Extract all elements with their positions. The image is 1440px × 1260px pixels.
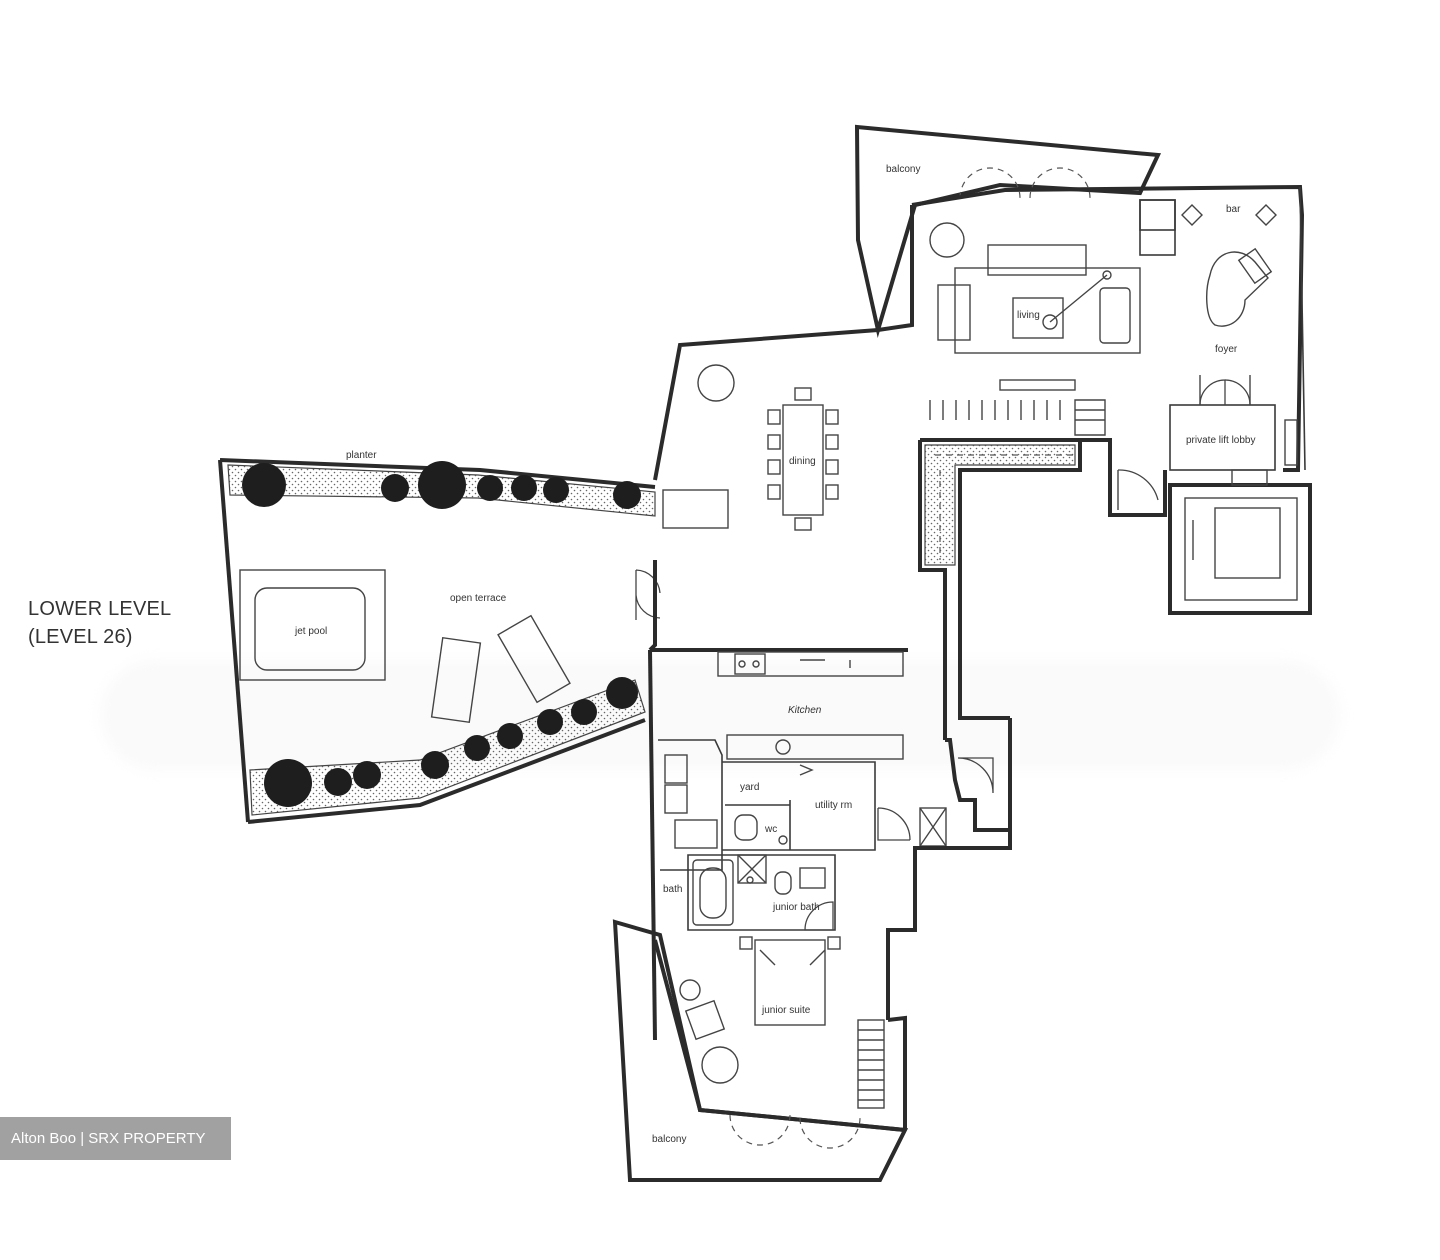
service-wing: yard utility rm wc xyxy=(658,718,1012,1020)
jet-pool-label: jet pool xyxy=(294,626,327,637)
junior-suite-label: junior suite xyxy=(761,1005,811,1016)
bar-label: bar xyxy=(1226,204,1241,215)
open-terrace-label: open terrace xyxy=(450,593,507,604)
level-label-line1: LOWER LEVEL xyxy=(28,598,172,620)
utility-label: utility rm xyxy=(815,800,852,811)
balcony-top-label: balcony xyxy=(886,164,920,175)
level-label-line2: (LEVEL 26) xyxy=(28,626,133,648)
wc-label: wc xyxy=(764,824,777,835)
watermark: Alton Boo | SRX PROPERTY xyxy=(0,1117,231,1160)
balcony-bottom: balcony xyxy=(612,919,909,1182)
foyer-area: foyer xyxy=(1206,247,1273,355)
kitchen-label: Kitchen xyxy=(788,705,822,716)
main-outline: bar xyxy=(653,184,1306,645)
stair-area xyxy=(918,379,1167,740)
kitchen-area: Kitchen xyxy=(648,648,908,1041)
living-label: living xyxy=(1017,310,1040,321)
dining-label: dining xyxy=(789,456,816,467)
bath-area: bath junior bath xyxy=(663,854,836,931)
living-area: living xyxy=(929,222,1141,354)
level-label: LOWER LEVEL (LEVEL 26) xyxy=(28,595,171,651)
bath-label: bath xyxy=(663,884,682,895)
planter-label: planter xyxy=(346,450,377,461)
junior-bath-label: junior bath xyxy=(772,902,820,913)
lift-lobby: private lift lobby xyxy=(1168,375,1312,615)
dining-area: dining xyxy=(662,364,839,531)
balcony-bottom-label: balcony xyxy=(652,1134,686,1145)
lift-lobby-label: private lift lobby xyxy=(1186,435,1255,446)
yard-label: yard xyxy=(740,782,759,793)
foyer-label: foyer xyxy=(1215,344,1238,355)
open-terrace: planter jet pool open terrace xyxy=(218,450,661,824)
balcony-top: balcony xyxy=(854,124,1162,338)
junior-suite: junior suite xyxy=(653,936,907,1132)
